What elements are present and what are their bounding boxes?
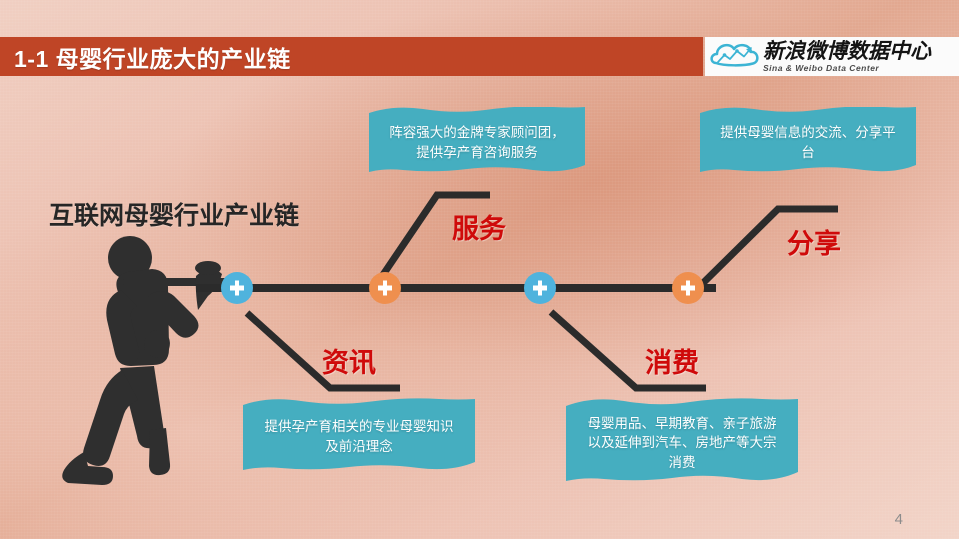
ribbon-text: 提供母婴信息的交流、分享平台 — [720, 124, 896, 160]
description-ribbon-share: 提供母婴信息的交流、分享平台 — [700, 107, 916, 179]
connector-info — [244, 310, 400, 392]
description-ribbon-info: 提供孕产育相关的专业母婴知识及前沿理念 — [243, 398, 475, 476]
ribbon-text: 阵容强大的金牌专家顾问团，提供孕产育咨询服务 — [389, 124, 565, 160]
description-ribbon-service: 阵容强大的金牌专家顾问团，提供孕产育咨询服务 — [369, 107, 585, 179]
category-label-service: 服务 — [452, 214, 506, 244]
slide-title-bar: 1-1 母婴行业庞大的产业链 — [0, 37, 703, 76]
cloud-chart-icon — [709, 40, 761, 73]
category-label-consume: 消费 — [645, 348, 699, 378]
ribbon-text: 母婴用品、早期教育、亲子旅游以及延伸到汽车、房地产等大宗消费 — [587, 415, 777, 470]
brand-logo-text: 新浪微博数据中心 Sina & Weibo Data Center — [763, 38, 931, 73]
page-title: 1-1 母婴行业庞大的产业链 — [14, 45, 291, 72]
category-label-info: 资讯 — [322, 348, 376, 378]
person-carrying-pole-icon — [62, 236, 231, 485]
diagram-heading: 互联网母婴行业产业链 — [49, 202, 300, 230]
brand-logo: 新浪微博数据中心 Sina & Weibo Data Center — [705, 37, 959, 76]
plus-circle-icon — [369, 272, 401, 304]
connector-share — [697, 205, 838, 289]
plus-circle-icon — [672, 272, 704, 304]
brand-name-cn: 新浪微博数据中心 — [763, 38, 931, 64]
page-number: 4 — [894, 511, 903, 528]
description-ribbon-consume: 母婴用品、早期教育、亲子旅游以及延伸到汽车、房地产等大宗消费 — [566, 398, 798, 488]
brand-name-en: Sina & Weibo Data Center — [763, 62, 880, 73]
ribbon-text: 提供孕产育相关的专业母婴知识及前沿理念 — [264, 418, 454, 454]
plus-circle-icon — [524, 272, 556, 304]
connector-consume — [548, 309, 706, 392]
category-label-share: 分享 — [787, 229, 841, 259]
connector-service — [369, 191, 490, 293]
plus-circle-icon — [221, 272, 253, 304]
